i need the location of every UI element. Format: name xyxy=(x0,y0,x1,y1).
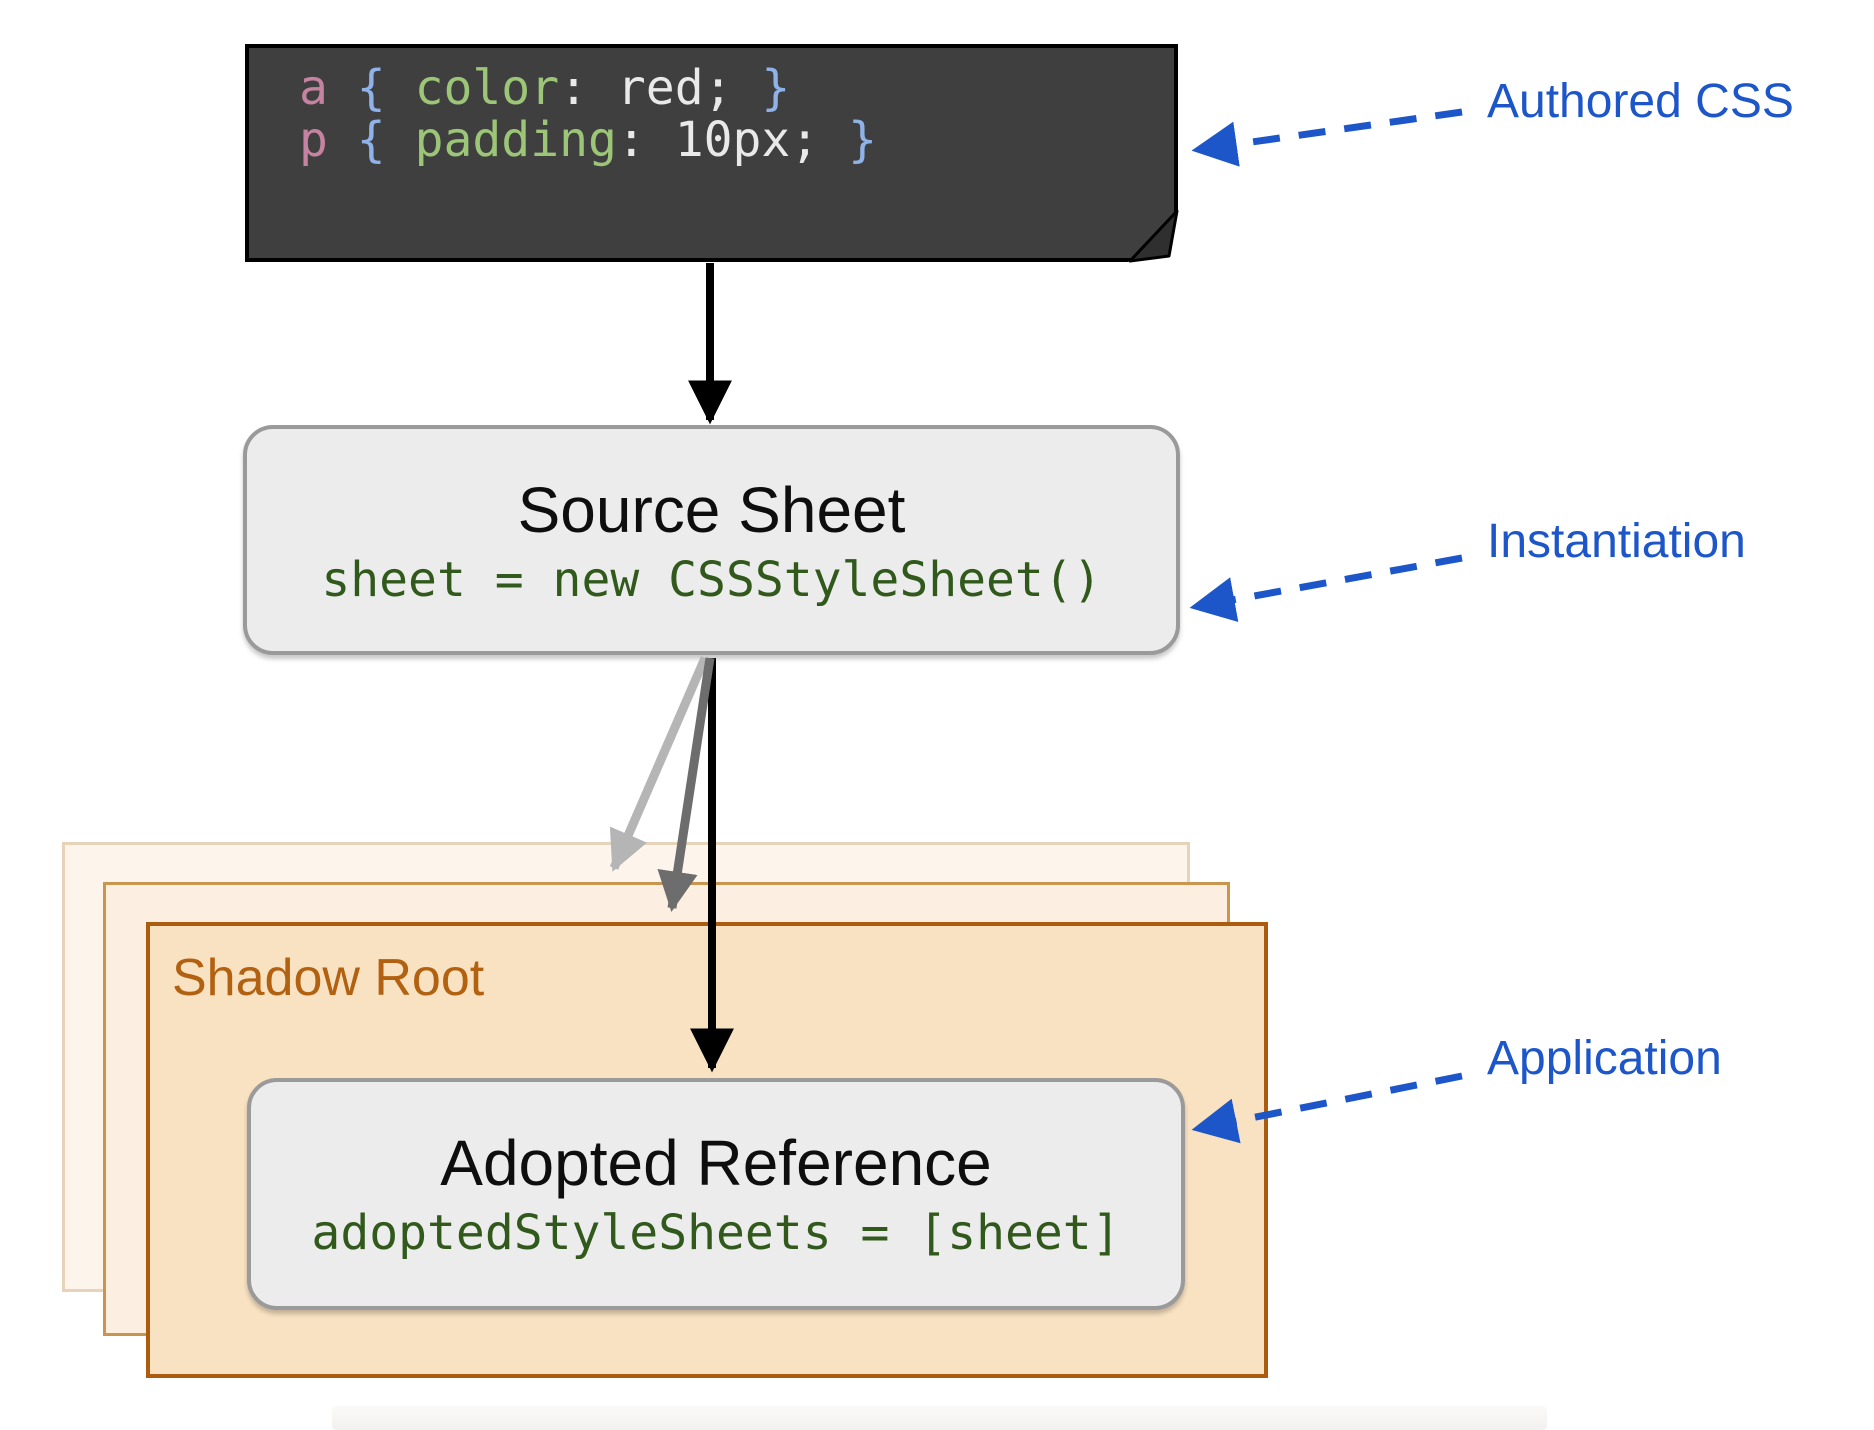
source-sheet-title: Source Sheet xyxy=(517,474,906,546)
code-token: } xyxy=(848,112,877,168)
annotation-application: Application xyxy=(1487,1032,1722,1085)
code-token: { xyxy=(356,60,415,116)
code-token: : red; xyxy=(559,60,762,116)
arrow-source-to-back-card xyxy=(609,656,710,872)
adopted-reference-box: Adopted Reference adoptedStyleSheets = [… xyxy=(247,1078,1185,1310)
arrow-annotation-authored-css xyxy=(1191,108,1463,167)
code-line-1: a { color: red; } xyxy=(299,62,1174,114)
authored-css-code-box: a { color: red; } p { padding: 10px; } xyxy=(245,44,1178,262)
code-token: { xyxy=(356,112,415,168)
code-token: color xyxy=(414,60,560,116)
code-line-2: p { padding: 10px; } xyxy=(299,114,1174,166)
source-sheet-code: sheet = new CSSStyleSheet() xyxy=(321,552,1102,608)
code-token: } xyxy=(761,60,791,116)
code-token: a xyxy=(299,60,357,116)
shadow-root-label: Shadow Root xyxy=(172,949,485,1007)
bottom-edge-artifact xyxy=(332,1406,1547,1430)
code-token: : 10px; xyxy=(616,112,849,168)
source-sheet-box: Source Sheet sheet = new CSSStyleSheet() xyxy=(243,425,1180,655)
code-token: padding xyxy=(414,112,617,168)
code-token: p xyxy=(299,112,357,168)
annotation-authored-css: Authored CSS xyxy=(1487,75,1794,128)
adopted-reference-title: Adopted Reference xyxy=(440,1127,992,1199)
adopted-reference-code: adoptedStyleSheets = [sheet] xyxy=(311,1205,1121,1261)
annotation-instantiation: Instantiation xyxy=(1487,515,1746,568)
arrow-annotation-instantiation xyxy=(1189,554,1463,623)
